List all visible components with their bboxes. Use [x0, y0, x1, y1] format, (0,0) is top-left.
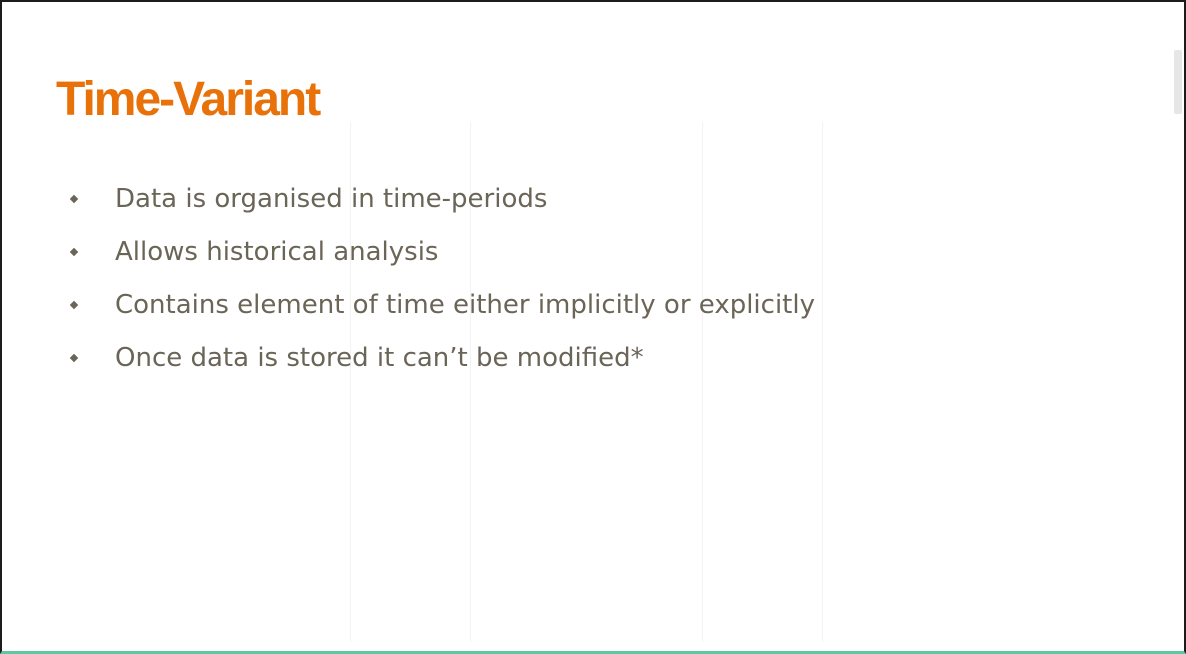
background-guide-line — [470, 122, 471, 642]
diamond-bullet-icon — [69, 353, 79, 362]
diamond-bullet-icon — [69, 247, 79, 256]
list-item: Contains element of time either implicit… — [68, 278, 815, 331]
bullet-text: Allows historical analysis — [115, 236, 439, 267]
bullet-text: Once data is stored it can’t be modified… — [115, 342, 644, 373]
background-guide-line — [702, 122, 703, 642]
bullet-text: Contains element of time either implicit… — [115, 289, 815, 320]
list-item: Once data is stored it can’t be modified… — [68, 331, 815, 384]
background-guide-line — [350, 122, 351, 642]
bullet-text: Data is organised in time-periods — [115, 183, 548, 214]
diamond-bullet-icon — [69, 194, 79, 203]
slide-title: Time-Variant — [56, 73, 321, 126]
list-item: Data is organised in time-periods — [68, 172, 815, 225]
diamond-bullet-icon — [69, 300, 79, 309]
background-guide-line — [822, 122, 823, 642]
scrollbar-thumb[interactable] — [1174, 50, 1182, 114]
vertical-scrollbar[interactable] — [1172, 2, 1184, 651]
bullet-list: Data is organised in time-periods Allows… — [68, 172, 815, 384]
list-item: Allows historical analysis — [68, 225, 815, 278]
